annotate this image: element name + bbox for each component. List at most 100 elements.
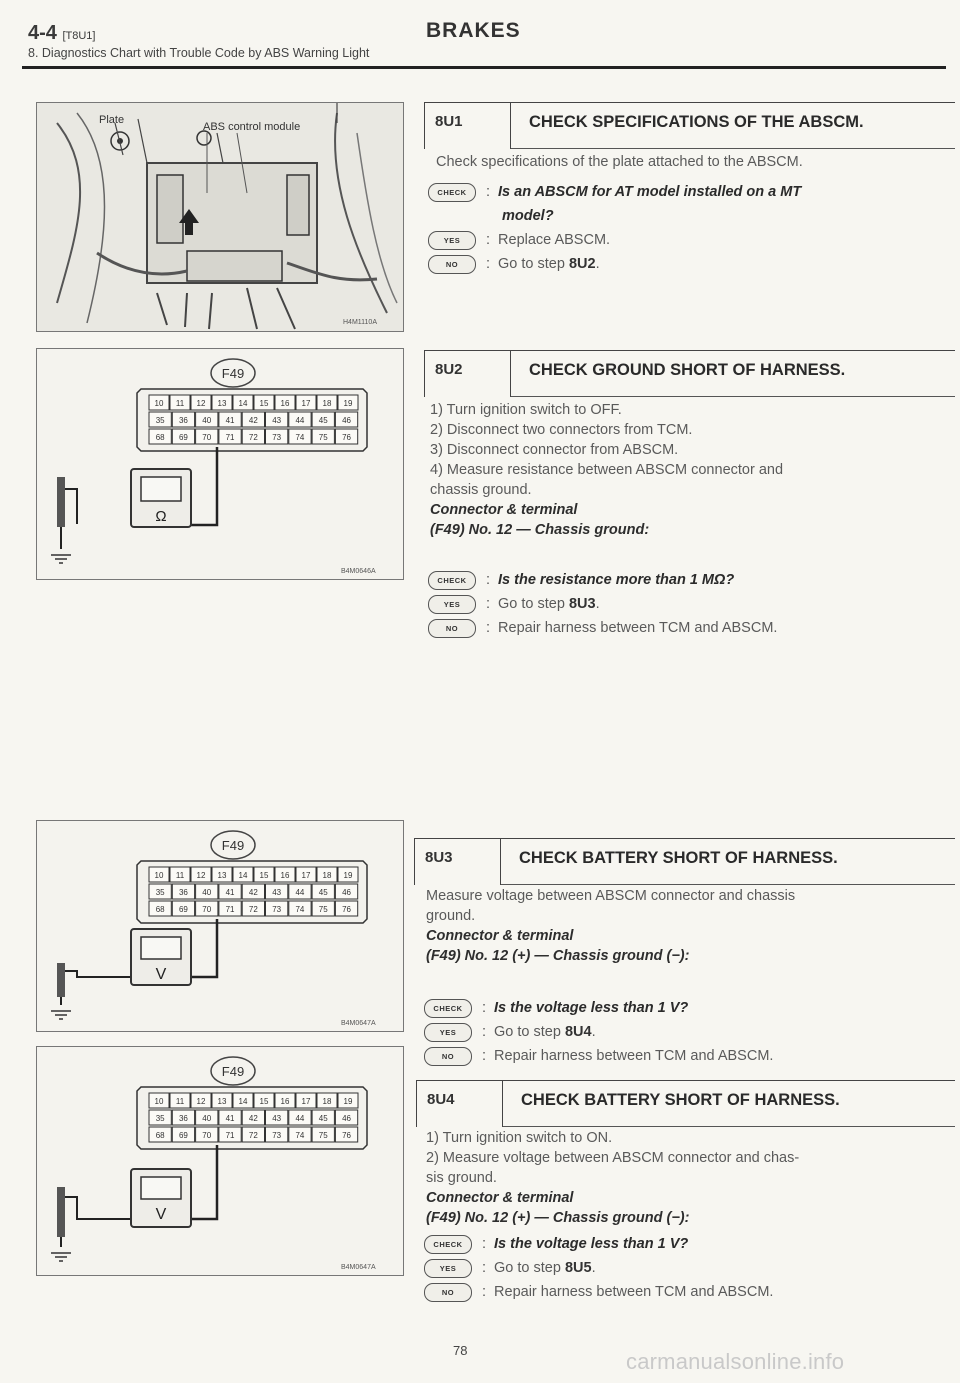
terminal-number: 12 bbox=[197, 1097, 206, 1106]
step-8u2-header: 8U2 CHECK GROUND SHORT OF HARNESS. bbox=[424, 350, 955, 397]
terminal-number: 12 bbox=[197, 871, 206, 880]
terminal-number: 43 bbox=[272, 1114, 281, 1123]
terminal-cell bbox=[311, 900, 335, 917]
terminal-number: 13 bbox=[218, 871, 227, 880]
instruction-line: 3) Disconnect connector from ABSCM. bbox=[430, 442, 679, 458]
terminal-cell bbox=[337, 866, 359, 883]
terminal-cell bbox=[211, 866, 233, 883]
instruction-line: Check specifications of the plate attach… bbox=[436, 154, 803, 170]
yes-action-text: Go to step bbox=[494, 1024, 565, 1040]
step-title: CHECK BATTERY SHORT OF HARNESS. bbox=[521, 1091, 840, 1109]
check-badge: CHECK bbox=[428, 570, 476, 590]
terminal-number: 46 bbox=[342, 888, 351, 897]
terminal-number: 13 bbox=[218, 399, 227, 408]
abscm-location-figure: Plate ABS control module H4M1110A bbox=[36, 102, 404, 332]
terminal-number: 17 bbox=[302, 871, 311, 880]
step-8u3-check: CHECK : Is the voltage less than 1 V? YE… bbox=[424, 996, 773, 1068]
terminal-cell bbox=[265, 883, 289, 900]
terminal-cell bbox=[311, 883, 335, 900]
terminal-number: 10 bbox=[155, 1097, 164, 1106]
terminal-cell bbox=[265, 428, 289, 445]
terminal-cell bbox=[171, 1126, 196, 1143]
terminal-cell bbox=[316, 394, 338, 411]
separator: : bbox=[486, 572, 491, 588]
step-number: 8U1 bbox=[425, 103, 511, 149]
terminal-number: 17 bbox=[302, 399, 311, 408]
terminal-number: 68 bbox=[156, 905, 165, 914]
terminal-cell bbox=[171, 428, 196, 445]
check-badge: CHECK bbox=[428, 182, 476, 202]
terminal-number: 73 bbox=[272, 1131, 281, 1140]
probe-lead-positive bbox=[189, 919, 219, 979]
terminal-number: 41 bbox=[226, 1114, 235, 1123]
terminal-number: 70 bbox=[202, 1131, 211, 1140]
terminal-cell bbox=[334, 428, 359, 445]
terminal-number: 19 bbox=[344, 1097, 353, 1106]
terminal-cell bbox=[288, 1109, 312, 1126]
step-8u4-header: 8U4 CHECK BATTERY SHORT OF HARNESS. bbox=[416, 1080, 955, 1127]
meter-unit-label: Ω bbox=[155, 508, 166, 525]
terminal-number: 11 bbox=[176, 1097, 185, 1106]
step-8u3-body: Measure voltage between ABSCM connector … bbox=[426, 886, 795, 966]
terminal-number: 44 bbox=[295, 416, 304, 425]
yes-action-end: . bbox=[591, 1024, 596, 1040]
terminal-number: 75 bbox=[319, 1131, 328, 1140]
terminal-cell bbox=[190, 866, 212, 883]
terminal-cell bbox=[169, 1092, 191, 1109]
step-8u1-check: CHECK : Is an ABSCM for AT model install… bbox=[428, 180, 801, 276]
yes-action: Go to step 8U4. bbox=[494, 1024, 596, 1040]
terminal-cell bbox=[171, 411, 196, 428]
terminal-number: 18 bbox=[323, 1097, 332, 1106]
no-action: Repair harness between TCM and ABSCM. bbox=[494, 1048, 774, 1064]
terminal-cell bbox=[295, 866, 317, 883]
terminal-cell bbox=[316, 866, 338, 883]
yes-badge: YES bbox=[428, 594, 476, 614]
terminal-cell bbox=[148, 900, 172, 917]
step-8u2-body: 1) Turn ignition switch to OFF. 2) Disco… bbox=[430, 400, 783, 540]
terminal-number: 16 bbox=[281, 871, 290, 880]
terminal-cell bbox=[148, 428, 172, 445]
terminal-cell bbox=[288, 411, 312, 428]
terminal-number: 14 bbox=[239, 399, 248, 408]
yes-badge: YES bbox=[424, 1258, 472, 1278]
terminal-cell bbox=[232, 394, 254, 411]
check-question: Is the voltage less than 1 V? bbox=[494, 1000, 689, 1016]
no-badge: NO bbox=[428, 618, 476, 638]
no-action-end: . bbox=[595, 256, 600, 272]
terminal-number: 35 bbox=[156, 888, 165, 897]
terminal-number: 35 bbox=[156, 416, 165, 425]
terminal-number: 70 bbox=[202, 905, 211, 914]
separator: : bbox=[482, 1000, 487, 1016]
yes-action: Go to step 8U3. bbox=[498, 596, 600, 612]
terminal-number: 75 bbox=[319, 905, 328, 914]
terminal-cell bbox=[241, 428, 265, 445]
check-question: Is the voltage less than 1 V? bbox=[494, 1236, 689, 1252]
page-number: 78 bbox=[453, 1343, 468, 1358]
yes-action: Replace ABSCM. bbox=[498, 232, 611, 248]
terminal-number: 45 bbox=[319, 1114, 328, 1123]
terminal-number: 72 bbox=[249, 433, 258, 442]
yes-badge: YES bbox=[428, 230, 476, 250]
yes-action-text: Go to step bbox=[494, 1260, 565, 1276]
terminal-cell bbox=[295, 394, 317, 411]
terminal-cell bbox=[195, 411, 219, 428]
terminal-number: 72 bbox=[249, 1131, 258, 1140]
separator: : bbox=[482, 1284, 487, 1300]
instruction-line: 1) Turn ignition switch to OFF. bbox=[430, 402, 622, 418]
terminal-cell bbox=[195, 1126, 219, 1143]
connector-id-label: F49 bbox=[222, 838, 244, 853]
meter-unit-label: V bbox=[156, 1206, 167, 1223]
terminal-number: 36 bbox=[179, 1114, 188, 1123]
separator: : bbox=[486, 596, 491, 612]
terminal-cell bbox=[334, 1126, 359, 1143]
separator: : bbox=[486, 184, 491, 200]
yes-action-end: . bbox=[595, 596, 600, 612]
meter-unit-label: V bbox=[156, 966, 167, 983]
terminal-number: 40 bbox=[202, 888, 211, 897]
probe-lead-ground bbox=[60, 970, 131, 1005]
